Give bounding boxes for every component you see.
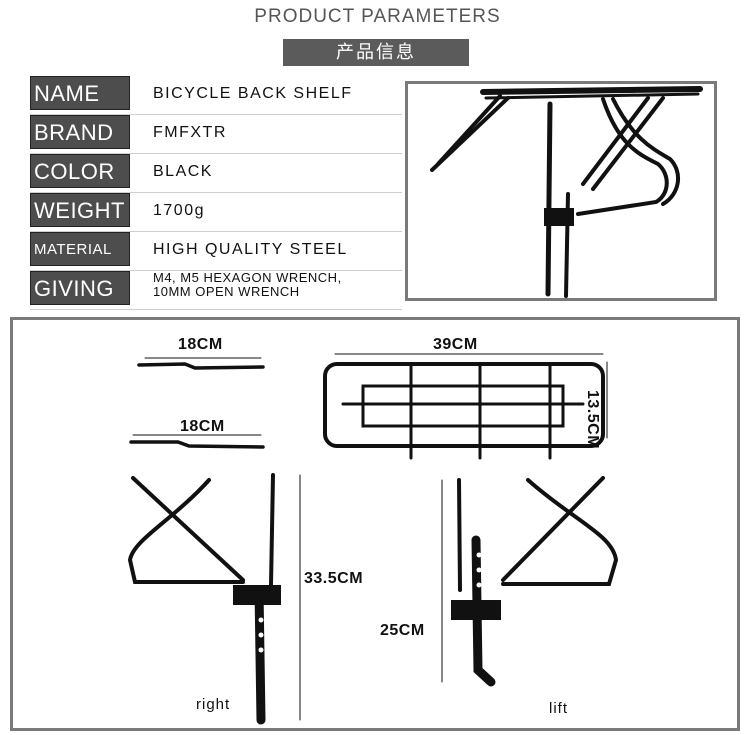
param-value: BICYCLE BACK SHELF (153, 85, 353, 102)
strut-bottom-dimension: 18CM (180, 418, 225, 435)
param-row-brand: BRAND FMFXTR (30, 115, 402, 154)
param-label: WEIGHT (30, 193, 130, 227)
right-height-dimension: 33.5CM (304, 570, 364, 587)
param-label: COLOR (30, 154, 130, 188)
dimension-diagram: 18CM 18CM 39CM 13.5CM 33.5CM 25CM right … (10, 317, 740, 731)
param-label: NAME (30, 76, 130, 110)
right-part-label: right (196, 696, 231, 713)
param-value: HIGH QUALITY STEEL (153, 241, 348, 258)
param-row-giving: GIVING M4, M5 HEXAGON WRENCH, 10MM OPEN … (30, 271, 402, 310)
param-label: BRAND (30, 115, 130, 149)
platform-length-dimension: 39CM (433, 336, 478, 353)
param-value: FMFXTR (153, 124, 227, 141)
param-row-weight: WEIGHT 1700g (30, 193, 402, 232)
left-part-label: lift (549, 700, 568, 717)
param-label: GIVING (30, 271, 130, 305)
param-value-line: M4, M5 HEXAGON WRENCH, (153, 270, 342, 285)
param-row-color: COLOR BLACK (30, 154, 402, 193)
param-label: MATERIAL (30, 232, 130, 266)
rack-parts-drawing (127, 353, 619, 725)
rack-illustration (430, 86, 703, 298)
left-height-dimension: 25CM (380, 622, 425, 639)
param-value: M4, M5 HEXAGON WRENCH, 10MM OPEN WRENCH (153, 271, 342, 299)
product-photo (405, 81, 717, 301)
strut-top-dimension: 18CM (178, 336, 223, 353)
param-value-line: 10MM OPEN WRENCH (153, 284, 300, 299)
section-subtitle: 产品信息 (283, 39, 469, 66)
param-value: 1700g (153, 202, 205, 219)
param-value: BLACK (153, 163, 213, 180)
param-row-material: MATERIAL HIGH QUALITY STEEL (30, 232, 402, 271)
page-title: PRODUCT PARAMETERS (254, 6, 501, 27)
param-row-name: NAME BICYCLE BACK SHELF (30, 76, 402, 115)
platform-width-dimension: 13.5CM (584, 390, 601, 450)
